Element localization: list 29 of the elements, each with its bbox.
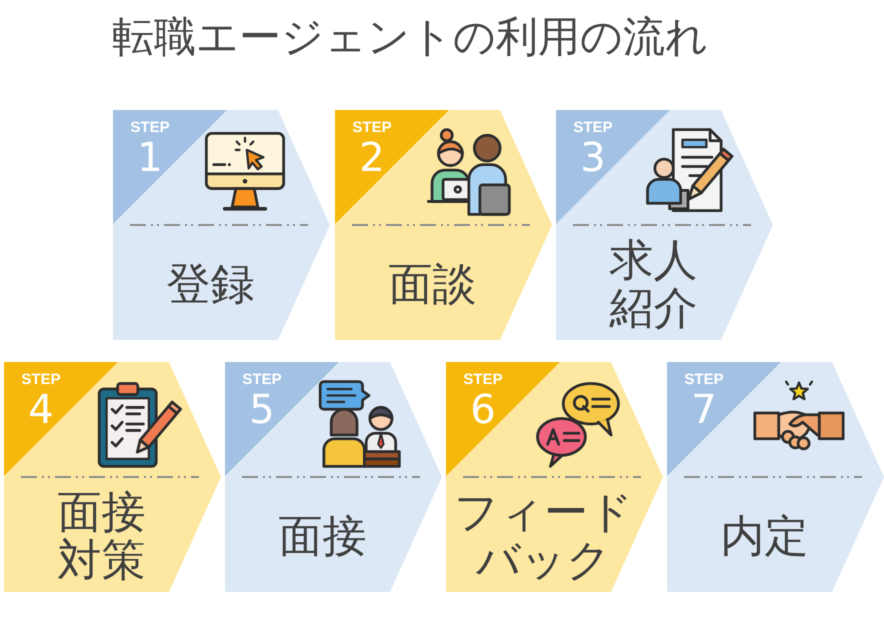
chevron-step <box>113 110 330 340</box>
step-label: STEP <box>352 119 392 136</box>
chevron-step <box>556 110 773 340</box>
chevron-step <box>4 362 221 592</box>
chevron-step <box>667 362 884 592</box>
step-label: STEP <box>684 371 724 388</box>
step-label: STEP <box>242 371 282 388</box>
step-number: 1 <box>137 136 163 180</box>
step-title: 登録 <box>166 261 254 309</box>
step-number: 4 <box>28 388 54 432</box>
title: 転職エージェントの利用の流れ <box>112 12 708 62</box>
chevron-step <box>225 362 442 592</box>
step-number: 6 <box>470 388 496 432</box>
step-title: 面談 <box>388 261 476 309</box>
step-title: 面接対策 <box>56 489 146 585</box>
step-label: STEP <box>130 119 170 136</box>
step-label: STEP <box>573 119 613 136</box>
chevron-step <box>446 362 663 592</box>
step-label: STEP <box>21 371 61 388</box>
step-title: 内定 <box>720 513 808 561</box>
step-label: STEP <box>463 371 503 388</box>
chevron-step <box>335 110 552 340</box>
step-title: 面接 <box>278 513 366 561</box>
step-title: フィードバック <box>452 489 634 585</box>
step-number: 3 <box>580 136 606 180</box>
step-number: 5 <box>249 388 275 432</box>
step-number: 7 <box>691 388 717 432</box>
step-title: 求人紹介 <box>608 237 698 333</box>
step-number: 2 <box>359 136 385 180</box>
